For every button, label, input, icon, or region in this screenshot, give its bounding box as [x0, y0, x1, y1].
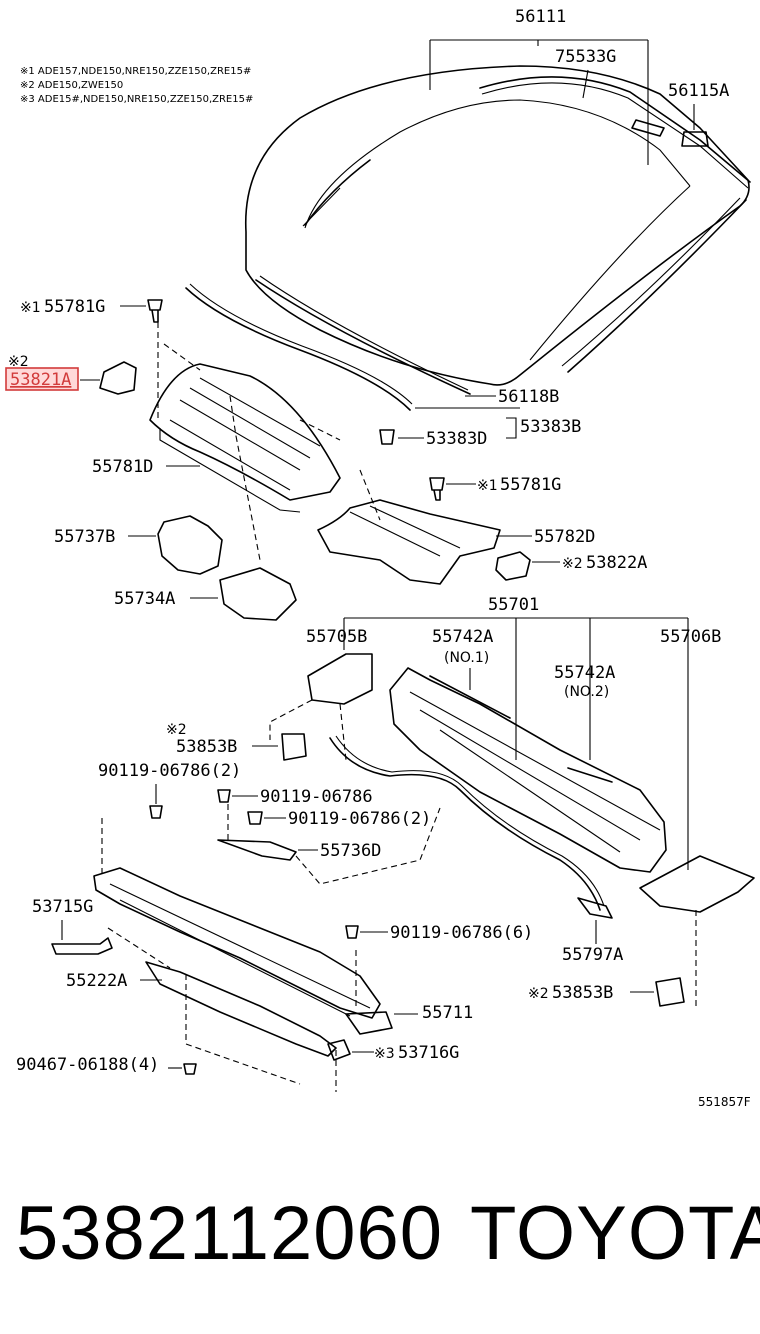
label-55742a-2: 55742A	[554, 663, 615, 683]
note-2: ※2 ADE150,ZWE150	[20, 80, 123, 91]
part-55706b	[639, 855, 755, 913]
part-55734a	[219, 567, 297, 621]
windshield-glass	[244, 65, 751, 395]
label-53853b-top: 53853B	[176, 737, 237, 757]
label-53822a: 53822A	[586, 553, 647, 573]
label-90119-d: 90119-06786(6)	[390, 923, 533, 943]
part-53821a	[99, 361, 137, 395]
bolt-90119-b	[217, 789, 231, 803]
glass-clip	[631, 119, 665, 137]
mark-53853b-bot: ※2	[528, 986, 549, 1002]
label-55797a: 55797A	[562, 945, 623, 965]
label-55222a: 55222A	[66, 971, 127, 991]
part-53716g	[327, 1039, 351, 1061]
cowl-louver-55782d	[317, 499, 501, 585]
part-55797a	[577, 897, 613, 919]
clip-55781g-top	[147, 299, 163, 323]
mark-55781g-mid: ※1	[477, 478, 498, 494]
pad-53853b-bot	[655, 977, 685, 1007]
label-55706b: 55706B	[660, 627, 721, 647]
part-55737b	[157, 515, 223, 575]
cowl-louver-55781d	[149, 322, 381, 561]
label-53715g: 53715G	[32, 897, 93, 917]
drawing-id: 551857F	[698, 1095, 751, 1109]
clip-90467	[183, 1063, 197, 1075]
label-55781g-mid: 55781G	[500, 475, 561, 495]
label-75533g: 75533G	[555, 47, 616, 67]
pad-53853b-top	[281, 733, 307, 761]
label-55734a: 55734A	[114, 589, 175, 609]
footer-part-number: 5382112060	[16, 1191, 444, 1276]
note-3: ※3 ADE15#,NDE150,NRE150,ZZE150,ZRE15#	[20, 94, 253, 105]
label-56111: 56111	[515, 7, 566, 27]
part-53822a	[495, 551, 531, 581]
mark-53821a: ※2	[8, 354, 29, 370]
mark-53716g: ※3	[374, 1046, 395, 1062]
label-55737b: 55737B	[54, 527, 115, 547]
part-55736d	[217, 839, 297, 861]
parts-diagram: ※1 ADE157,NDE150,NRE150,ZZE150,ZRE15# ※2…	[5, 7, 755, 1109]
mark-55781g-top: ※1	[20, 300, 41, 316]
label-55736d: 55736D	[320, 841, 381, 861]
label-53821a[interactable]: 53821A	[10, 370, 71, 390]
note-1: ※1 ADE157,NDE150,NRE150,ZZE150,ZRE15#	[20, 66, 251, 77]
cowl-top-panel	[389, 667, 667, 873]
bolt-90119-a	[149, 805, 163, 819]
label-55742a-1: 55742A	[432, 627, 493, 647]
part-55742a-no1	[429, 675, 511, 719]
label-90119-b: 90119-06786	[260, 787, 373, 807]
label-56118b: 56118B	[498, 387, 559, 407]
clip-55781g-mid	[429, 477, 445, 501]
label-53383d: 53383D	[426, 429, 487, 449]
label-53716g: 53716G	[398, 1043, 459, 1063]
label-55781d: 55781D	[92, 457, 153, 477]
label-group-56111: 56111	[429, 7, 649, 165]
label-90119-c: 90119-06786(2)	[288, 809, 431, 829]
label-56115a: 56115A	[668, 81, 729, 101]
clip-53383d	[379, 429, 395, 445]
label-55701: 55701	[488, 595, 539, 615]
bolt-90119-d	[345, 925, 359, 939]
label-53853b-bot: 53853B	[552, 983, 613, 1003]
part-55705b	[307, 653, 373, 705]
glass-spacer-56115a	[681, 131, 709, 147]
label-55705b: 55705B	[306, 627, 367, 647]
bolt-90119-c	[247, 811, 263, 825]
mark-53822a: ※2	[562, 556, 583, 572]
footer-brand: TOYOTA	[470, 1191, 760, 1276]
label-53383b: 53383B	[520, 417, 581, 437]
label-55781g-top: 55781G	[44, 297, 105, 317]
label-90467: 90467-06188(4)	[16, 1055, 159, 1075]
part-55711	[345, 1011, 393, 1035]
mark-53853b-top: ※2	[166, 722, 187, 738]
label-55742a-2-sub: (NO.2)	[564, 684, 609, 700]
part-55742a-no2	[567, 767, 613, 783]
label-55782d: 55782D	[534, 527, 595, 547]
label-90119-a: 90119-06786(2)	[98, 761, 241, 781]
washer-hose	[329, 737, 601, 911]
windshield-dam	[185, 287, 411, 411]
label-55742a-1-sub: (NO.1)	[444, 650, 489, 666]
part-53715g	[51, 937, 113, 955]
highlight-box-53821a	[5, 367, 79, 391]
label-55711: 55711	[422, 1003, 473, 1023]
cowl-lower-panel	[93, 867, 381, 1057]
